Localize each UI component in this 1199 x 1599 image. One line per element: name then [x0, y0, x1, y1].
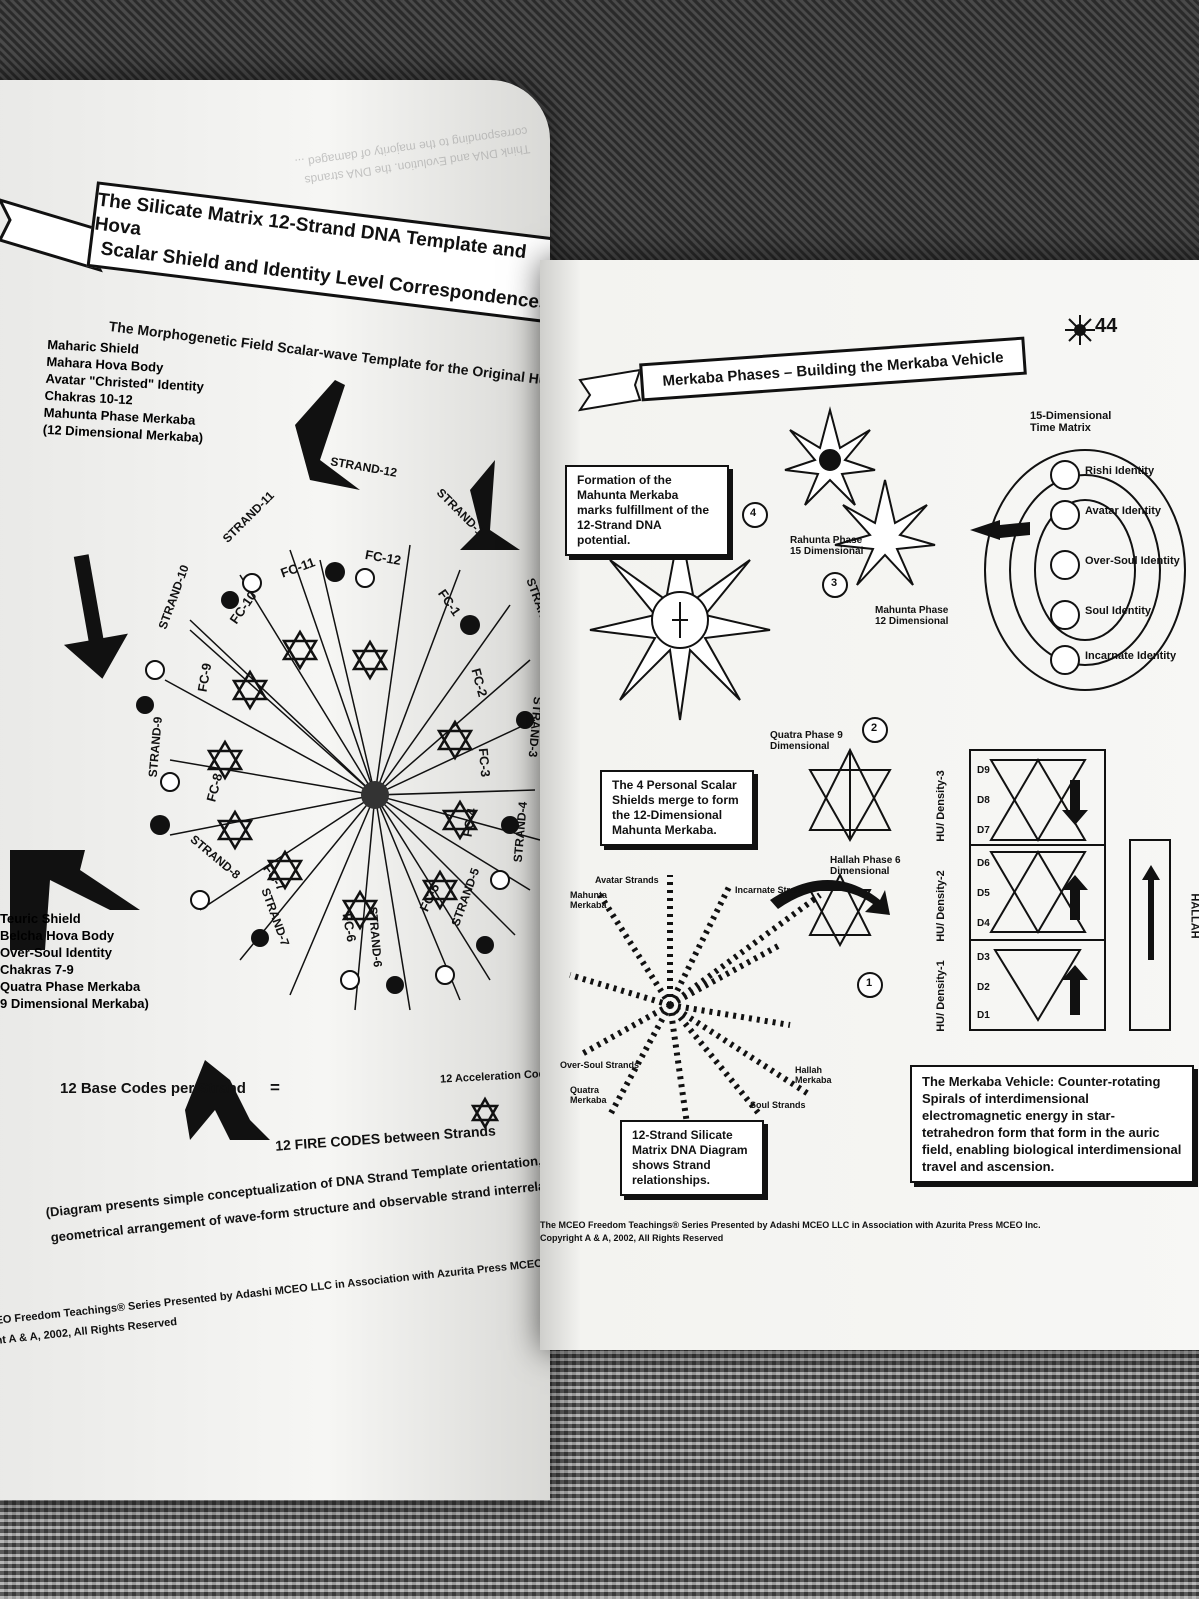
phase-label: Mahunta Phase 12 Dimensional	[875, 605, 949, 627]
dim-label: D1	[977, 1010, 990, 1021]
silicate-matrix-text: 12-Strand Silicate Matrix DNA Diagram sh…	[632, 1128, 748, 1187]
time-matrix-label: 15-Dimensional Time Matrix	[1030, 410, 1112, 434]
phase-label: Quatra Phase 9 Dimensional	[770, 730, 843, 752]
dim-label: D5	[977, 888, 990, 899]
identity-label: Over-Soul Identity	[1085, 555, 1180, 567]
phase-number: 3	[831, 577, 838, 589]
merkaba-vehicle-box: The Merkaba Vehicle: Counter-rotating Sp…	[910, 1065, 1194, 1183]
dim-label: D8	[977, 795, 990, 806]
right-footer-line2: Copyright A & A, 2002, All Rights Reserv…	[540, 1233, 724, 1243]
strand-diagram-label: Soul Strands	[750, 1100, 806, 1110]
strand-diagram-label: Avatar Strands	[595, 875, 659, 885]
strand-diagram-label: Over-Soul Strands	[560, 1060, 640, 1070]
right-footer-line1: The MCEO Freedom Teachings® Series Prese…	[540, 1220, 1041, 1230]
base-codes-label: 12 Base Codes per Strand	[60, 1080, 246, 1097]
phase-number: 2	[871, 722, 878, 734]
phase-label: Hallah Phase 6 Dimensional	[830, 855, 901, 877]
phase-number: 4	[750, 507, 757, 519]
right-page: 44	[540, 260, 1199, 1350]
formation-box: Formation of the Mahunta Merkaba marks f…	[565, 465, 729, 556]
identity-label: Soul Identity	[1085, 605, 1151, 617]
phase-number: 1	[866, 977, 873, 989]
hallah-side-label: HALLAH	[1188, 893, 1199, 939]
teuric-line: Belcha Hova Body	[0, 928, 115, 943]
left-page-graphics	[0, 198, 541, 1140]
dim-label: D9	[977, 765, 990, 776]
sun-icon	[1065, 315, 1095, 345]
right-page-graphics	[569, 368, 1186, 1146]
equals-sign: =	[270, 1078, 280, 1097]
identity-label: Incarnate Identity	[1085, 650, 1177, 662]
silicate-matrix-box: 12-Strand Silicate Matrix DNA Diagram sh…	[620, 1120, 764, 1196]
teuric-line: 9 Dimensional Merkaba)	[0, 996, 149, 1011]
density-label: HU/ Density-2	[934, 870, 947, 942]
identity-label: Rishi Identity	[1085, 465, 1155, 477]
scalar-shields-box: The 4 Personal Scalar Shields merge to f…	[600, 770, 754, 846]
identity-label: Avatar Identity	[1085, 505, 1162, 517]
dim-label: D4	[977, 918, 990, 929]
merkaba-vehicle-text: Counter-rotating Spirals of interdimensi…	[922, 1074, 1182, 1174]
phase-label: Rahunta Phase 15 Dimensional	[790, 535, 864, 557]
teuric-line: Teuric Shield	[0, 911, 81, 926]
left-page: Think DNA and Evolution. the DNA strands…	[0, 80, 550, 1500]
strand-diagram-label: Mahunta Merkaba	[570, 890, 607, 910]
strand-diagram-label: Quatra Merkaba	[570, 1085, 607, 1105]
page-number: 44	[1095, 315, 1118, 337]
strand-diagram-label: Incarnate Strands	[735, 885, 812, 895]
density-label: HU/ Density-1	[934, 960, 947, 1032]
merkaba-vehicle-title: The Merkaba Vehicle:	[922, 1074, 1055, 1089]
teuric-line: Quatra Phase Merkaba	[0, 979, 141, 994]
strand-diagram-label: Hallah Merkaba	[795, 1065, 832, 1085]
dim-label: D3	[977, 952, 990, 963]
dim-label: D2	[977, 982, 990, 993]
maharic-shield-block: Maharic Shield Mahara Hova Body Avatar "…	[42, 336, 208, 446]
fire-code-label: FC-3	[475, 747, 494, 778]
dim-label: D7	[977, 825, 990, 836]
teuric-line: Chakras 7-9	[0, 962, 74, 977]
teuric-line: Over-Soul Identity	[0, 945, 112, 960]
teuric-shield-block: Teuric Shield Belcha Hova Body Over-Soul…	[0, 910, 149, 1012]
density-label: HU/ Density-3	[934, 770, 947, 842]
dim-label: D6	[977, 858, 990, 869]
